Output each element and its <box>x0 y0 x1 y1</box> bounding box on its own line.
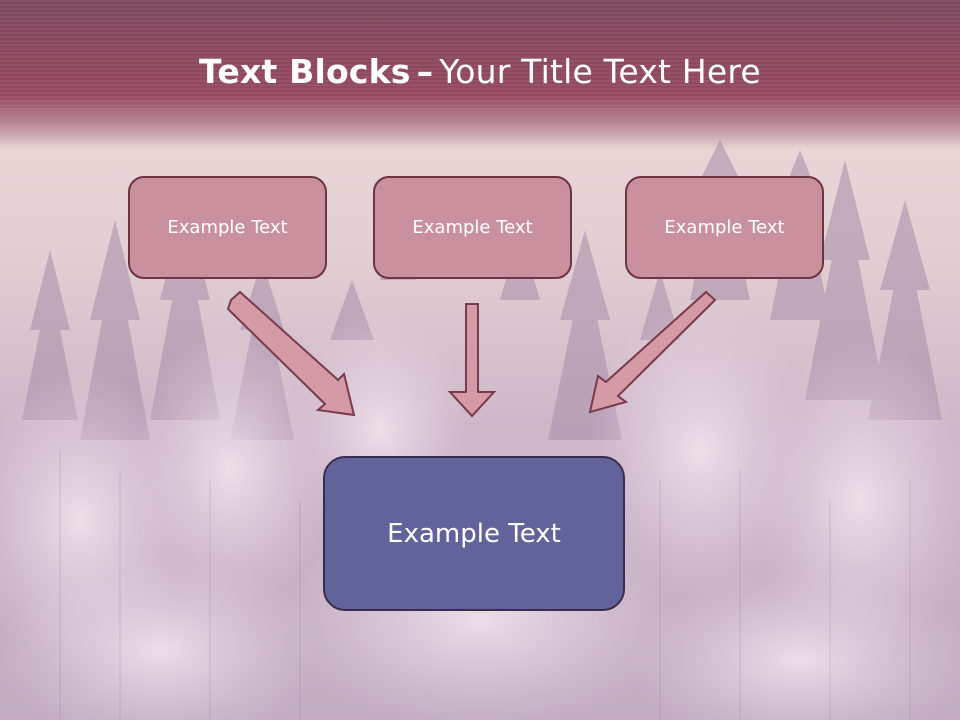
top-text-block-left-label: Example Text <box>167 217 288 238</box>
bottom-text-block-label: Example Text <box>387 518 561 549</box>
top-text-block-middle-label: Example Text <box>412 217 533 238</box>
top-text-block-right-label: Example Text <box>664 217 785 238</box>
bottom-text-block[interactable]: Example Text <box>323 456 625 611</box>
title-bold-part: Text Blocks <box>199 52 411 91</box>
slide-title: Text Blocks–Your Title Text Here <box>0 52 960 102</box>
top-text-block-middle[interactable]: Example Text <box>373 176 572 279</box>
top-text-block-left[interactable]: Example Text <box>128 176 327 279</box>
title-rest-part: Your Title Text Here <box>439 52 761 91</box>
title-band <box>0 0 960 150</box>
top-text-block-right[interactable]: Example Text <box>625 176 824 279</box>
title-dash: – <box>416 52 434 91</box>
